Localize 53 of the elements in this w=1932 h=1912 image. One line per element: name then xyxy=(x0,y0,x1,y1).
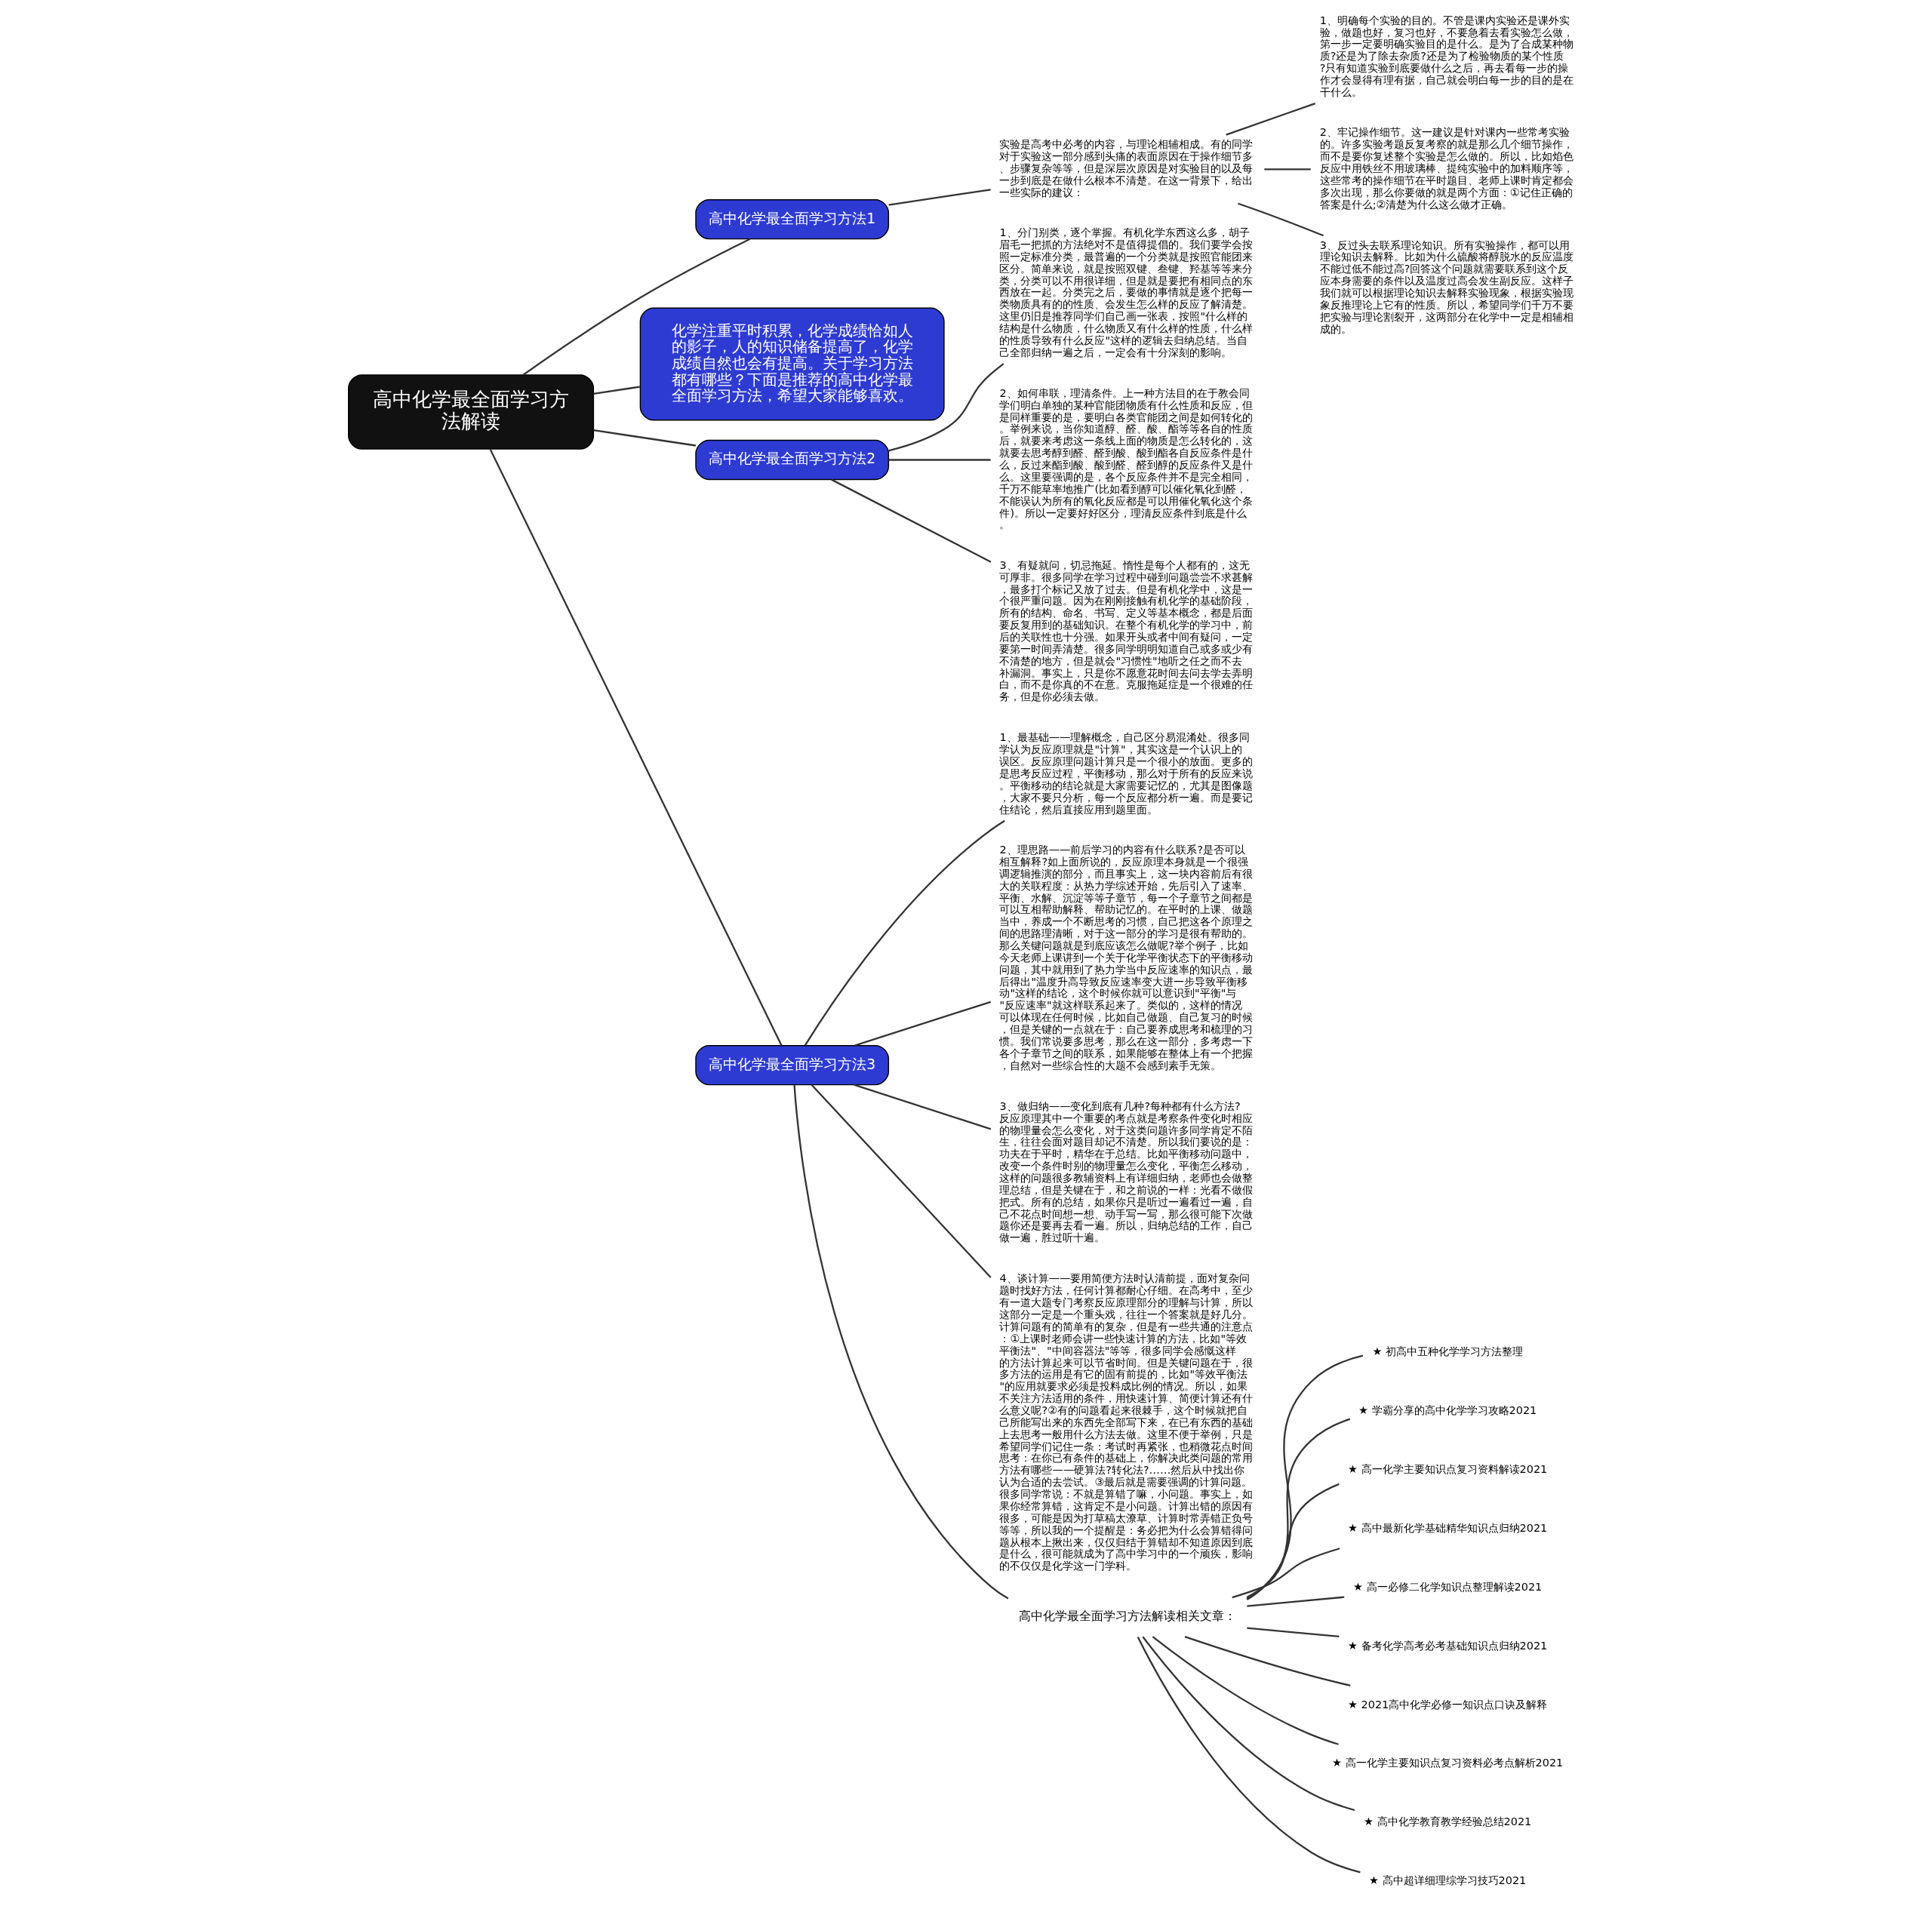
connector xyxy=(1237,202,1324,237)
connector xyxy=(1225,103,1315,136)
node-box: 高中化学最全面学习方法3 xyxy=(694,1044,889,1086)
node-text: 4、谈计算——要用简便方法时认清前提，面对复杂问题时找好方法，任何计算都耐心仔细。在高考中，至少有一道大题专门考察反应原理部分的理解与计算，所以这部分一定是一个重头戏，往往一个答案就是好几分。计算问题有的简单有的复杂，但是有一些共通的注意点：①上课时老师会讲一些快速计算的方法，比如"等效平衡法"、"中间容器法"等等，很多同学会感慨这样的方法计算起来可以节省时间。但是关键问题在于，很多方法的运用是有它的固有前提的，比如"等效平衡法"的应用就要求必须是投料成比例的情况。所以，如果不关注方法适用的条件，用快速计算、简便计算还有什么意义呢?②有的问题看起来很棘手，这个时候就把自己所能写出来的东西先全部写下来，在已有东西的基础上去思考一般用什么方法去做。这里不便于举例，只是希望同学们记住一条：考试时再紧张，也稍微花点时间思考：在你已有条件的基础上，你解决此类问题的常用方法有哪些——硬算法?转化法?……然后从中找出你认为合适的去尝试。③最后就是需要强调的计算问题。很多同学常说：不就是算错了嘛，小问题。事实上，如果你经常算错，这肯定不是小问题。计算出错的原因有很多，可能是因为打草稿太潦草、计算时常弄错正负号等等，所以我的一个提醒是：务必把为什么会算错得问题从根本上揪出来，仅仅归结于算错却不知道原因到底是什么，很可能就成为了高中学习中的一个顽疾，影响的不仅仅是化学这一门学科。 xyxy=(999,1272,1253,1572)
connector xyxy=(888,363,1004,452)
node-text: ★ 初高中五种化学学习方法整理 xyxy=(1371,1345,1523,1358)
connector xyxy=(489,449,782,1046)
connector xyxy=(1137,1636,1361,1874)
connector xyxy=(853,1084,991,1130)
connector xyxy=(592,429,696,447)
connector xyxy=(1142,1636,1355,1812)
node-box: 高中化学最全面学习方法2 xyxy=(694,439,889,481)
node-box: 高中化学最全面学习方法1 xyxy=(694,198,889,240)
node-text: ★ 备考化学高考必考基础知识点归纳2021 xyxy=(1347,1639,1547,1652)
connector xyxy=(888,459,991,461)
node-text: ★ 高中超详细理综学习技巧2021 xyxy=(1368,1874,1526,1887)
node-text: 3、做归纳——变化到底有几种?每种都有什么方法?反应原理其中一个重要的考点就是考察条件变化时相应的物理量会怎么变化，对于这类问题许多同学肯定不陌生，往往会面对题目却记不清楚。所以我们要说的是：功夫在于平时，精华在于总结。比如平衡移动问题中，改变一个条件时别的物理量怎么变化，平衡怎么移动，这样的问题很多教辅资料上有详细归纳，老师也会做整理总结，但是关键在于，和之前说的一样：光看不做假把式。所有的总结，如果你只是听过一遍看过一遍，自己不花点时间想一想、动手写一写，那么很可能下次做题你还是要再去看一遍。所以，归纳总结的工作，自己做一遍，胜过听十遍。 xyxy=(999,1099,1253,1244)
connector xyxy=(592,386,640,395)
node-text: ★ 高一化学主要知识点复习资料必考点解析2021 xyxy=(1331,1757,1563,1769)
node-text: 1、分门别类，逐个掌握。有机化学东西这么多，胡子眉毛一把抓的方法绝对不是值得提倡的。我们要学会按照一定标准分类，最普遍的一个分类就是按照官能团来区分。简单来说，就是按照双键、叁键、羟基等等来分类，分类可以不用很详细，但是就是要把有相同点的东西放在一起。分类完之后，要做的事情就是逐个把每一类物质具有的的性质、会发生怎么样的反应了解清楚。这里仍旧是推荐同学们自己画一张表，按照"什么样的结构是什么物质，什么物质又有什么样的性质，什么样的性质导致有什么反应"这样的逻辑去归纳总结。当自己全部归纳一遍之后，一定会有十分深刻的影响。 xyxy=(999,226,1253,358)
connector xyxy=(1152,1636,1339,1745)
node-text: 3、反过头去联系理论知识。所有实验操作，都可以用理论知识去解释。比如为什么硫酸将醇脱水的反应温度不能过低不能过高?回答这个问题就需要联系到这个反应本身需要的条件以及温度过高会发生副反应。这样子我们就可以根据理论知识去解释实验现象，根据实验现象反推理论上它有的性质。所以，希望同学们千万不要把实验与理论割裂开，这两部分在化学中一定是相辅相成的。 xyxy=(1319,238,1574,335)
connector xyxy=(1184,1636,1351,1687)
connector xyxy=(1246,1483,1340,1598)
node-text: 1、最基础——理解概念，自己区分易混淆处。很多同学认为反应原理就是"计算"，其实这是一个认识上的误区。反应原理问题计算只是一个很小的放面。更多的是思考反应过程，平衡移动，那么对于所有的反应来说。平衡移动的结论就是大家需要记忆的，尤其是图像题，大家不要只分析，每一个反应都分析一遍。而是要记住结论，然后直接应用到题里面。 xyxy=(999,731,1253,816)
connector xyxy=(1246,1627,1339,1637)
connector xyxy=(1231,1548,1340,1599)
connector xyxy=(804,819,1005,1046)
node-text: ★ 高一必修二化学知识点整理解读2021 xyxy=(1352,1580,1542,1593)
connector xyxy=(1246,1596,1344,1607)
connector xyxy=(888,189,991,206)
node-text: ★ 2021高中化学必修一知识点口诀及解释 xyxy=(1347,1698,1547,1711)
connector xyxy=(830,478,991,563)
connector xyxy=(811,1084,992,1278)
connector xyxy=(854,1001,991,1047)
node-text: ★ 学霸分享的高中化学学习攻略2021 xyxy=(1358,1404,1537,1417)
node-text: ★ 高一化学主要知识点复习资料解读2021 xyxy=(1347,1462,1547,1475)
connector xyxy=(1246,1354,1363,1601)
node-text: 2、理思路——前后学习的内容有什么联系?是否可以相互解释?如上面所说的，反应原理本身就是一个很强调逻辑推演的部分，而且事实上，这一块内容前后有很大的关联程度：从热力学综述开始，先后引入了速率、平衡、水解、沉淀等等子章节，每一个子章节之间都是可以互相帮助解释、帮助记忆的。在平时的上课、做题当中，养成一个不断思考的习惯，自己把这各个原理之间的思路理清晰，对于这一部分的学习是很有帮助的。那么关键问题就是到底应该怎么做呢?举个例子，比如今天老师上课讲到一个关于化学平衡状态下的平衡移动问题，其中就用到了热力学当中反应速率的知识点，最后得出"温度升高导致反应速率变大进一步导致平衡移动"这样的结论，这个时候你就可以意识到"平衡"与"反应速率"就这样联系起来了。类似的，这样的情况可以体现在任何时候，比如自己做题、自己复习的时候，但是关键的一点就在于：自己要养成思考和梳理的习惯。我们常说要多思考，那么在这一部分，多考虑一下各个子章节之间的联系，如果能够在整体上有一个把握，自然对一些综合性的大题不会感到素手无策。 xyxy=(999,844,1253,1071)
connector xyxy=(792,1084,1008,1600)
node-text: 高中化学最全面学习方法解读相关文章： xyxy=(1018,1609,1236,1624)
node-box: 高中化学最全面学习方法解读 xyxy=(347,374,594,450)
node-text: 2、如何串联，理清条件。上一种方法目的在于教会同学们明白单独的某种官能团物质有什么性质和反应，但是同样重要的是，要明白各类官能团之间是如何转化的。举例来说，当你知道醇、醛、酸、酯等等各自的性质后，就要来考虑这一条线上面的物质是怎么转化的，这就要去思考醇到醛、醛到酸、酸到酯各自反应条件是什么，反过来酯到酸、酸到醛、醛到醇的反应条件又是什么。这里要强调的是，各个反应条件并不是完全相同，千万不能草率地推广(比如看到醇可以催化氧化到醛，不能误认为所有的氧化反应都是可以用催化氧化这个条件)。所以一定要好好区分，理清反应条件到底是什么。 xyxy=(999,386,1253,531)
node-box: 化学注重平时积累，化学成绩恰如人的影子，人的知识储备提高了，化学成绩自然也会有提高。关于学习方法都有哪些？下面是推荐的高中化学最全面学习方法，希望大家能够喜欢。 xyxy=(639,307,945,421)
node-text: ★ 高中最新化学基础精华知识点归纳2021 xyxy=(1347,1521,1547,1534)
connector xyxy=(522,238,750,376)
node-text: ★ 高中化学教育教学经验总结2021 xyxy=(1363,1815,1531,1828)
node-text: 3、有疑就问，切忌拖延。惰性是每个人都有的，这无可厚非。很多同学在学习过程中碰到问题尝尝不求甚解，最多打个标记又放了过去。但是有机化学中，这是一个很严重问题。因为在刚刚接触有机化学的基础阶段，所有的结构、命名、书写、定义等基本概念，都是后面要反复用到的基础知识。在整个有机化学的学习中，前后的关联性也十分强。如果开头或者中间有疑问，一定要第一时间弄清楚。很多同学明明知道自己或多或少有不清楚的地方，但是就会"习惯性"地听之任之而不去补漏洞。事实上，只是你不愿意花时间去问去学去弄明白，而不是你真的不在意。克服拖延症是一个很难的任务，但是你必须去做。 xyxy=(999,558,1253,703)
node-text: 2、牢记操作细节。这一建议是针对课内一些常考实验的。许多实验考题反复考察的就是那么几个细节操作，而不是要你复述整个实验是怎么做的。所以，比如焰色反应中用铁丝不用玻璃棒、提纯实验中的加料顺序等，这些常考的操作细节在平时题目、老师上课时肯定都会多次出现，那么你要做的就是两个方面：①记住正确的答案是什么;②清楚为什么这么做才正确。 xyxy=(1319,126,1574,211)
connector xyxy=(1263,168,1311,171)
connector xyxy=(1246,1418,1350,1600)
node-text: 实验是高考中必考的内容，与理论相辅相成。有的同学对于实验这一部分感到头痛的表面原因在于操作细节多、步骤复杂等等，但是深层次原因是对实验目的以及每一步到底是在做什么根本不清楚。在这一背景下，给出一些实际的建议： xyxy=(999,138,1253,198)
node-text: 1、明确每个实验的目的。不管是课内实验还是课外实验，做题也好，复习也好，不要急着去看实验怎么做，第一步一定要明确实验目的是什么。是为了合成某种物质?还是为了除去杂质?还是为了检验物质的某个性质?只有知道实验到底要做什么之后，再去看每一步的操作才会显得有理有据，自己就会明白每一步的目的是在干什么。 xyxy=(1319,14,1574,98)
